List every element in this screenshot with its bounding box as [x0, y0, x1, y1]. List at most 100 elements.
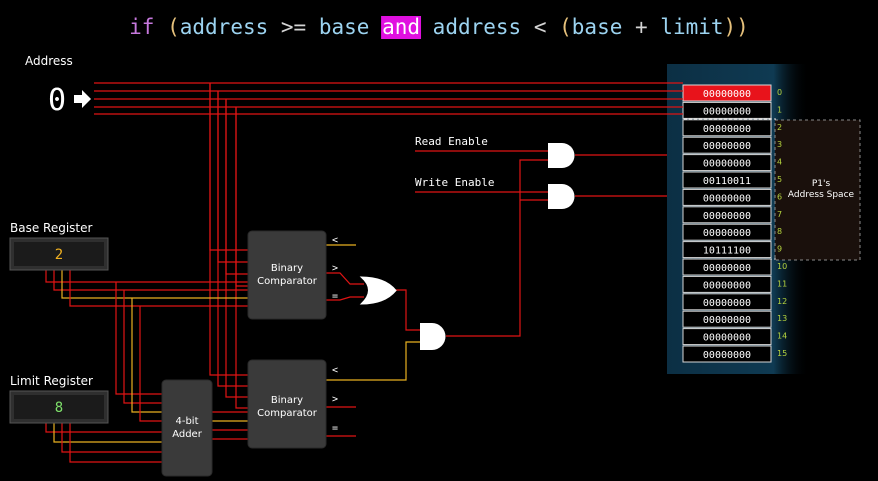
- and-gate-combine: [420, 323, 446, 350]
- limit-to-adder-3: [69, 423, 162, 463]
- base-to-adder-1: [123, 290, 162, 404]
- memory-cell-index: 11: [777, 279, 787, 288]
- memory-cell-index: 15: [777, 349, 787, 358]
- memory-cell-index: 8: [777, 227, 782, 236]
- memory-cell-index: 1: [777, 105, 782, 114]
- memory-cell-index: 4: [777, 158, 782, 167]
- comparator-top-gt: >: [332, 263, 338, 274]
- comparator-bottom-gt: >: [332, 394, 338, 405]
- memory-cell-15[interactable]: [682, 345, 772, 363]
- title-highlight-box: [381, 16, 422, 39]
- memory-cell-value: 00000000: [703, 280, 751, 291]
- condition-title: if (address >= base and address < (base …: [129, 15, 749, 39]
- memory-cell-value: 00000000: [703, 124, 751, 135]
- and-gate-write: [548, 184, 575, 209]
- base-to-cmp-2: [61, 270, 248, 299]
- memory-cell-3[interactable]: [682, 136, 772, 154]
- comparator-bottom-line2: Comparator: [257, 408, 318, 419]
- comparator-top-lt: <: [332, 235, 338, 246]
- title-token-3: >=: [268, 15, 319, 39]
- binary-comparator-top: [247, 230, 327, 320]
- address-to-cmp-bot-1: [217, 91, 248, 387]
- memory-cell-8[interactable]: [682, 223, 772, 241]
- limit-to-adder-1: [53, 423, 162, 443]
- title-token-8: address: [433, 15, 522, 39]
- title-token-5: [369, 15, 382, 39]
- or-to-and: [396, 289, 420, 331]
- memory-cell-7[interactable]: [682, 206, 772, 224]
- base-register-value: 2: [55, 247, 63, 263]
- memory-region-label-line2: Address Space: [788, 190, 855, 200]
- title-token-4: base: [319, 15, 370, 39]
- cmp-bot-lt-to-and: [326, 341, 420, 381]
- memory-cell-value: 00000000: [703, 263, 751, 274]
- memory-cell-value: 00000000: [703, 298, 751, 309]
- title-token-15: ): [736, 15, 749, 39]
- limit-register-label: Limit Register: [10, 374, 93, 388]
- and-to-read-gate: [446, 159, 548, 337]
- memory-cell-13[interactable]: [682, 310, 772, 328]
- memory-cell-1[interactable]: [682, 101, 772, 119]
- comparator-top-line2: Comparator: [257, 276, 318, 287]
- four-bit-adder: [161, 379, 213, 477]
- memory-cell-index: 6: [777, 192, 782, 201]
- title-token-11: base: [572, 15, 623, 39]
- title-token-9: <: [521, 15, 559, 39]
- address-value[interactable]: 0: [48, 83, 66, 118]
- memory-cell-value: 00110011: [703, 176, 751, 187]
- memory-cell-value: 00000000: [703, 228, 751, 239]
- memory-region-label-line1: P1's: [812, 179, 831, 189]
- address-to-cmp-bot-2: [225, 99, 248, 398]
- memory-cell-14[interactable]: [682, 328, 772, 346]
- memory-region-box: [774, 119, 861, 261]
- title-token-1: (: [167, 15, 180, 39]
- memory-cell-4[interactable]: [682, 154, 772, 172]
- base-to-cmp-0: [45, 270, 248, 283]
- memory-cell-9[interactable]: [682, 241, 772, 259]
- limit-register-value: 8: [55, 400, 63, 416]
- memory-cell-value: 00000000: [703, 333, 751, 344]
- or-gate: [359, 276, 397, 305]
- memory-cell-5[interactable]: [682, 171, 772, 189]
- address-to-cmp-bot-0: [209, 83, 248, 376]
- title-token-14: ): [724, 15, 737, 39]
- comparator-bottom-lt: <: [332, 365, 338, 376]
- address-label: Address: [25, 54, 73, 68]
- base-to-adder-3: [139, 306, 162, 422]
- base-to-cmp-3: [69, 270, 248, 307]
- memory-cell-0[interactable]: [682, 84, 772, 102]
- cmp-top-gt-to-or: [326, 272, 364, 285]
- memory-cell-index: 5: [777, 175, 782, 184]
- memory-cell-12[interactable]: [682, 293, 772, 311]
- memory-cell-11[interactable]: [682, 275, 772, 293]
- memory-cell-value: 00000000: [703, 211, 751, 222]
- base-to-adder-2: [131, 298, 162, 413]
- title-token-13: limit: [660, 15, 723, 39]
- limit-to-adder-0: [45, 423, 162, 433]
- title-token-7: [420, 15, 433, 39]
- memory-cell-index: 14: [777, 332, 787, 341]
- title-token-10: (: [559, 15, 572, 39]
- title-token-0: if: [129, 15, 167, 39]
- binary-comparator-bottom: [247, 359, 327, 449]
- read-enable-label: Read Enable: [415, 135, 488, 148]
- comparator-top-eq: =: [332, 291, 338, 302]
- adder-line1: 4-bit: [175, 416, 198, 427]
- base-to-adder-0: [115, 282, 162, 395]
- address-to-cmp-top-1: [217, 91, 248, 263]
- title-token-6: and: [382, 15, 420, 39]
- comparator-bottom-eq: =: [332, 423, 338, 434]
- title-token-2: address: [180, 15, 269, 39]
- cmp-top-eq-to-or: [326, 296, 364, 301]
- memory-cell-index: 2: [777, 123, 782, 132]
- address-to-cmp-bot-3: [235, 107, 248, 409]
- base-register-label: Base Register: [10, 221, 93, 235]
- memory-cell-value: 00000000: [703, 193, 751, 204]
- memory-cell-value: 00000000: [703, 141, 751, 152]
- memory-cell-2[interactable]: [682, 119, 772, 137]
- limit-to-adder-2: [61, 423, 162, 453]
- title-token-12: +: [622, 15, 660, 39]
- address-to-cmp-top-3: [235, 107, 248, 287]
- memory-cell-6[interactable]: [682, 188, 772, 206]
